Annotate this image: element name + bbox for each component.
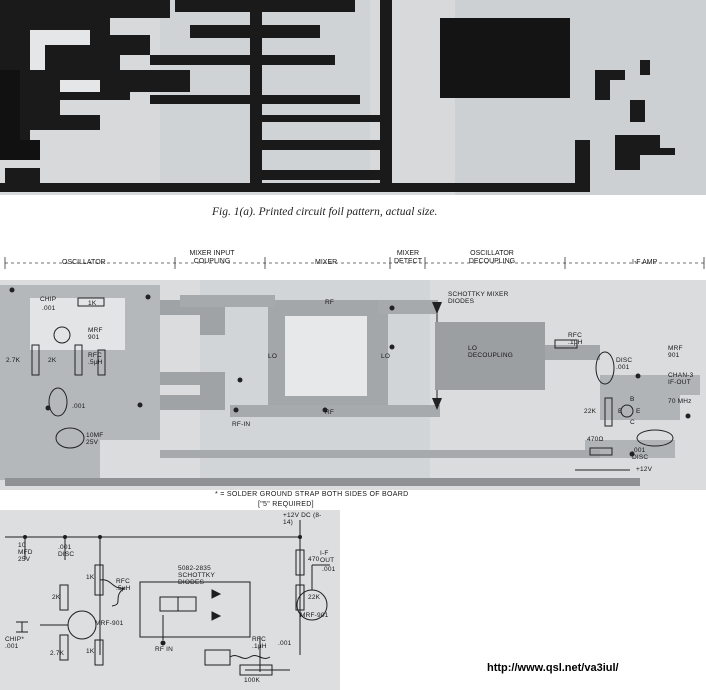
label-mrf901-if: MRF 901 [668,345,683,359]
sch-22k: 22K [308,594,321,601]
label-1k: 1K [88,300,97,307]
label-chip: CHIP [40,296,57,303]
label-mrf901: MRF 901 [88,327,103,341]
sch-2-7k: 2.7K [50,650,65,657]
note-solder-strap: * = SOLDER GROUND STRAP BOTH SIDES OF BO… [215,491,409,498]
label-2-7k: 2.7K [6,357,21,364]
label-chip-value: .001 [42,305,56,312]
label-rf-bottom: RF [325,409,335,416]
label-disc-001-b: .001 DISC [632,447,649,461]
schematic [0,510,340,690]
sch-chip-001: CHIP* .001 [5,636,25,650]
label-e1: E [618,408,623,415]
label-rf-top: RF [325,299,335,306]
sch-mrf901-right: MRF-901 [300,612,329,619]
sch-10mfd: 10 MFD 25V [18,542,33,563]
sch-1k-bottom: 1K [86,648,95,655]
label-lo-left: LO [268,353,278,360]
label-b: B [630,396,635,403]
label-470-ohm: 470Ω [587,436,604,443]
label-chan3-if-out: CHAN-3 IF-OUT [668,372,694,386]
section-mixer: MIXER [315,259,338,266]
label-rfc: RFC .5μH [88,352,103,366]
sch-100k: 100K [244,677,260,684]
label-c001: .001 [72,403,86,410]
sch-rfc-1uh: RFC .1μH [252,636,267,650]
label-c: C [630,419,635,426]
label-disc-001: DISC .001 [616,357,633,371]
label-rfc2: RFC .1μH [568,332,583,346]
section-oscillator: OSCILLATOR [62,259,106,266]
sch-rfc-5uh: RFC .5μH [116,578,131,592]
label-plus-12v: +12V [636,466,653,473]
source-url[interactable]: http://www.qsl.net/va3iul/ [487,662,619,674]
sch-2k: 2K [52,594,61,601]
section-mixer-detect: MIXER DETECT [394,250,422,265]
note-required: ["5" REQUIRED] [258,501,314,508]
label-lo-decoupling: LO DECOUPLING [468,345,513,359]
section-oscillator-decoupling: OSCILLATOR DECOUPLING [468,250,516,265]
sch-disc-001: .001 DISC [58,544,75,558]
label-2k: 2K [48,357,57,364]
label-schottky-mixer-diodes: SCHOTTKY MIXER DIODES [448,291,509,305]
label-10mf: 10MF 25V [86,432,104,446]
sch-plus12v-dc: +12V DC (8-14) [283,512,322,526]
label-70mhz: 70 MHz [668,398,692,405]
foil-pattern [0,0,706,195]
figure-caption: Fig. 1(a). Printed circuit foil pattern,… [212,206,438,218]
label-lo-right: LO [381,353,391,360]
label-e2: E [636,408,641,415]
label-22k: 22K [584,408,597,415]
sch-rf-in: RF IN [155,646,173,653]
section-mixer-input-coupling: MIXER INPUT COUPLING [189,250,235,265]
label-rf-in: RF-IN [232,421,251,428]
sch-1k-top: 1K [86,574,95,581]
component-layout [0,257,706,490]
sch-c001-right: .001 [322,566,336,573]
sch-470: 470 [308,556,320,563]
sch-mrf901-left: MRF-901 [95,620,124,627]
sch-if-out: I-F OUT [320,550,335,564]
sch-schottky-diodes: 5082-2835 SCHOTTKY DIODES [178,565,215,586]
section-if-amp: I-F AMP [632,259,658,266]
sch-c001-bottom: .001 [278,640,292,647]
